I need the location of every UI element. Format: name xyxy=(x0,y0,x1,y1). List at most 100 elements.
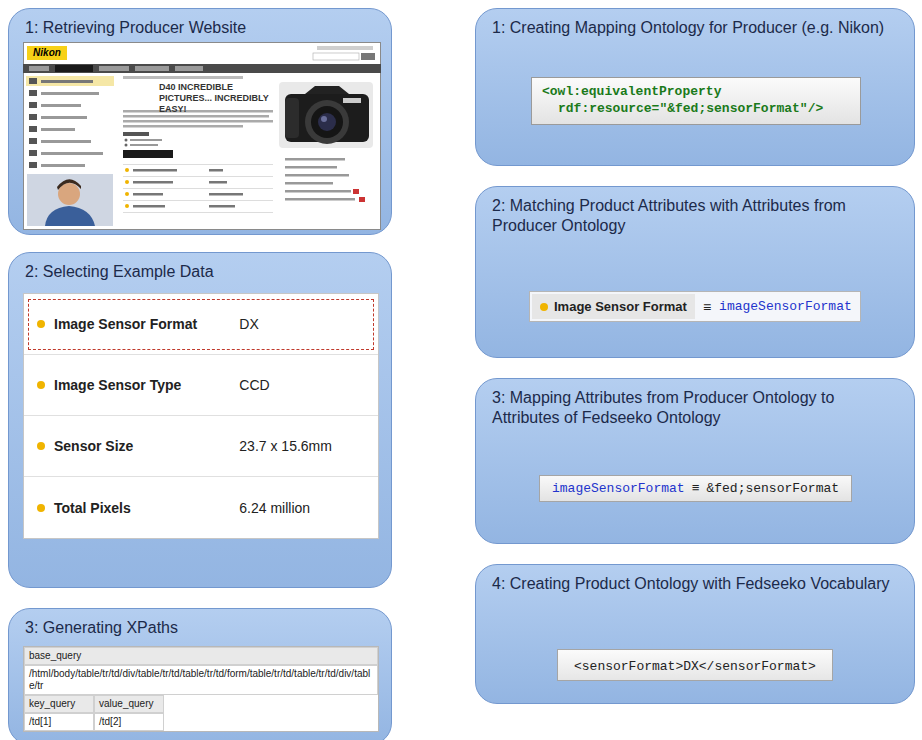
screenshot-shape xyxy=(123,132,149,136)
screenshot-shape xyxy=(123,150,173,158)
screenshot-shape xyxy=(123,176,273,177)
screenshot-shape xyxy=(133,193,163,196)
screenshot-shape xyxy=(41,80,93,83)
product-headline: D40 INCREDIBLE PICTURES... INCREDIBLY EA… xyxy=(159,82,277,114)
attribute-value: 23.7 x 15.6mm xyxy=(229,416,378,477)
screenshot-shape xyxy=(279,82,373,148)
example-data-table: Image Sensor FormatDXImage Sensor TypeCC… xyxy=(23,293,379,539)
screenshot-shape xyxy=(41,164,85,167)
screenshot-shape xyxy=(353,189,359,194)
table-cell: /td[1] xyxy=(24,713,94,731)
website-screenshot xyxy=(23,42,381,230)
attribute-value: 6.24 million xyxy=(229,477,378,538)
screenshot-shape xyxy=(133,169,177,172)
rdf-code: <sensorFormat>DX</sensorFormat> xyxy=(574,659,816,674)
step-panel: 2: Selecting Example DataImage Sensor Fo… xyxy=(8,252,392,588)
step-panel: 1: Retrieving Producer WebsiteNikonD40 I… xyxy=(8,8,392,235)
screenshot-shape xyxy=(359,197,365,202)
attribute-value: DX xyxy=(229,294,378,355)
screenshot-shape xyxy=(133,181,173,184)
site-sidebar xyxy=(26,76,114,168)
screenshot-shape xyxy=(123,120,273,123)
attribute-name: Image Sensor Format xyxy=(24,294,229,355)
screenshot-shape xyxy=(41,140,91,143)
screenshot-shape xyxy=(29,114,37,120)
screenshot-shape xyxy=(29,126,37,132)
screenshot-shape xyxy=(133,205,165,208)
screenshot-shape xyxy=(135,66,169,71)
owl-code: <owl:equivalentProperty rdf:resource="&f… xyxy=(558,84,852,118)
screenshot-shape xyxy=(27,46,67,60)
screenshot-shape xyxy=(27,174,113,226)
attribute-mapping-box: imageSensorFormat≡&fed;sensorFormat xyxy=(539,475,852,502)
screenshot-shape xyxy=(285,198,355,201)
screenshot-shape xyxy=(41,116,87,119)
owl-code-box: <owl:equivalentProperty rdf:resource="&f… xyxy=(531,77,861,125)
screenshot-shape xyxy=(209,193,243,196)
attribute-name: &fed;sensorFormat xyxy=(706,481,839,496)
screenshot-shape xyxy=(29,102,37,108)
table-cell: /td[2] xyxy=(94,713,164,731)
site-header xyxy=(23,46,381,73)
screenshot-shape xyxy=(123,115,269,118)
camera-picture xyxy=(279,82,373,148)
table-cell: /html/body/table/tr/td/div/table/tr/td/t… xyxy=(24,665,378,695)
step-heading: 1: Creating Mapping Ontology for Produce… xyxy=(476,9,914,38)
screenshot-shape xyxy=(29,78,37,84)
attribute-value: CCD xyxy=(229,355,378,416)
screenshot-shape xyxy=(123,125,243,128)
screenshot-shape xyxy=(285,190,351,193)
screenshot-shape xyxy=(317,46,373,50)
attribute-name: Total Pixels xyxy=(24,477,229,538)
attribute-name: imageSensorFormat xyxy=(552,481,685,496)
screenshot-shape xyxy=(123,200,273,201)
step-panel: 1: Creating Mapping Ontology for Produce… xyxy=(475,8,915,166)
attribute-name: Image Sensor Type xyxy=(24,355,229,416)
screenshot-shape xyxy=(209,205,235,208)
screenshot-shape xyxy=(305,100,349,144)
screenshot-shape xyxy=(24,43,381,230)
attribute-match-box: Image Sensor Format≡imageSensorFormat xyxy=(529,291,861,322)
screenshot-shape xyxy=(41,152,103,155)
screenshot-shape xyxy=(99,66,129,71)
screenshot-shape xyxy=(209,169,223,172)
screenshot-shape xyxy=(285,166,337,169)
screenshot-shape xyxy=(125,192,129,196)
step-heading: 1: Retrieving Producer Website xyxy=(9,9,391,38)
screenshot-shape xyxy=(123,110,273,113)
screenshot-shape xyxy=(361,53,375,60)
screenshot-shape xyxy=(285,158,345,161)
screenshot-shape xyxy=(130,144,158,146)
step-heading: 4: Creating Product Ontology with Fedsee… xyxy=(476,565,914,594)
xpath-table: base_query/html/body/table/tr/td/div/tab… xyxy=(23,646,379,732)
step-heading: 2: Matching Product Attributes with Attr… xyxy=(476,187,914,236)
equivalence-sign: ≡ xyxy=(695,299,719,315)
screenshot-shape xyxy=(29,138,37,144)
step-heading: 3: Mapping Attributes from Producer Onto… xyxy=(476,379,914,428)
screenshot-shape xyxy=(285,174,349,177)
screenshot-shape xyxy=(41,128,75,131)
step-panel: 2: Matching Product Attributes with Attr… xyxy=(475,186,915,358)
screenshot-shape xyxy=(123,188,273,189)
screenshot-shape xyxy=(285,182,333,185)
screenshot-shape xyxy=(123,212,273,213)
step-heading: 2: Selecting Example Data xyxy=(9,253,391,282)
screenshot-shape xyxy=(125,139,128,142)
screenshot-shape xyxy=(321,116,327,122)
step-heading: 3: Generating XPaths xyxy=(9,609,391,638)
screenshot-shape xyxy=(305,86,349,94)
screenshot-shape xyxy=(29,150,37,156)
step-panel: 3: Generating XPaths base_query/html/body… xyxy=(8,608,392,740)
screenshot-shape xyxy=(125,204,129,208)
screenshot-shape xyxy=(29,66,49,71)
screenshot-shape xyxy=(311,106,343,138)
screenshot-shape xyxy=(209,181,227,184)
screenshot-shape xyxy=(313,53,359,60)
screenshot-shape xyxy=(29,162,37,168)
attribute-name: Image Sensor Format xyxy=(532,294,695,319)
step-panel: 4: Creating Product Ontology with Fedsee… xyxy=(475,564,915,704)
screenshot-shape xyxy=(285,98,299,138)
brand-logo-text: Nikon xyxy=(27,46,67,60)
screenshot-shape xyxy=(41,92,99,95)
screenshot-shape xyxy=(125,144,128,147)
